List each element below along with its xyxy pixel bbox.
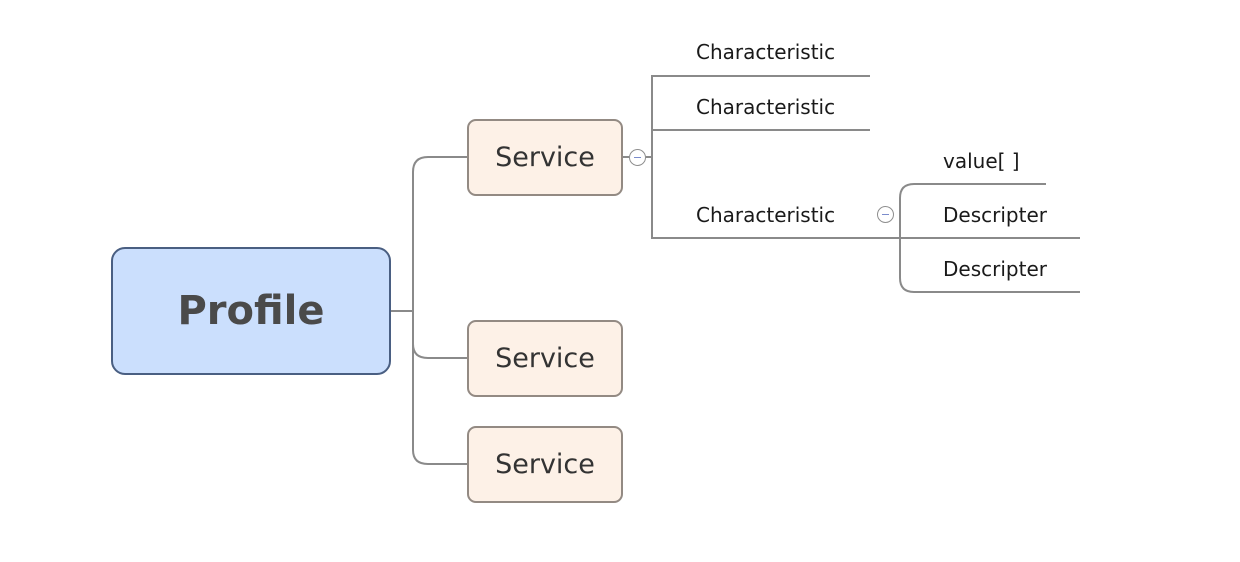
profile-node[interactable]: Profile — [111, 247, 391, 375]
characteristic-node-2[interactable]: Characteristic — [696, 95, 836, 119]
connector-characteristic-1 — [651, 75, 900, 239]
characteristic-node-1[interactable]: Characteristic — [696, 40, 836, 64]
connector-service-3 — [412, 344, 467, 465]
service-node-1[interactable]: Service — [467, 119, 623, 196]
profile-label: Profile — [177, 288, 325, 334]
connector-service-1 — [412, 156, 467, 311]
service-label: Service — [495, 449, 595, 480]
descripter-node-2[interactable]: Descripter — [943, 257, 1047, 281]
collapse-service-1-icon[interactable] — [629, 149, 646, 166]
service-label: Service — [495, 142, 595, 173]
service-node-2[interactable]: Service — [467, 320, 623, 397]
collapse-characteristic-3-icon[interactable] — [877, 206, 894, 223]
service-label: Service — [495, 343, 595, 374]
connector-service-2 — [412, 311, 467, 359]
service-node-3[interactable]: Service — [467, 426, 623, 503]
value-node[interactable]: value[ ] — [943, 149, 1020, 173]
characteristic-node-3[interactable]: Characteristic — [696, 203, 836, 227]
descripter-node-1[interactable]: Descripter — [943, 203, 1047, 227]
